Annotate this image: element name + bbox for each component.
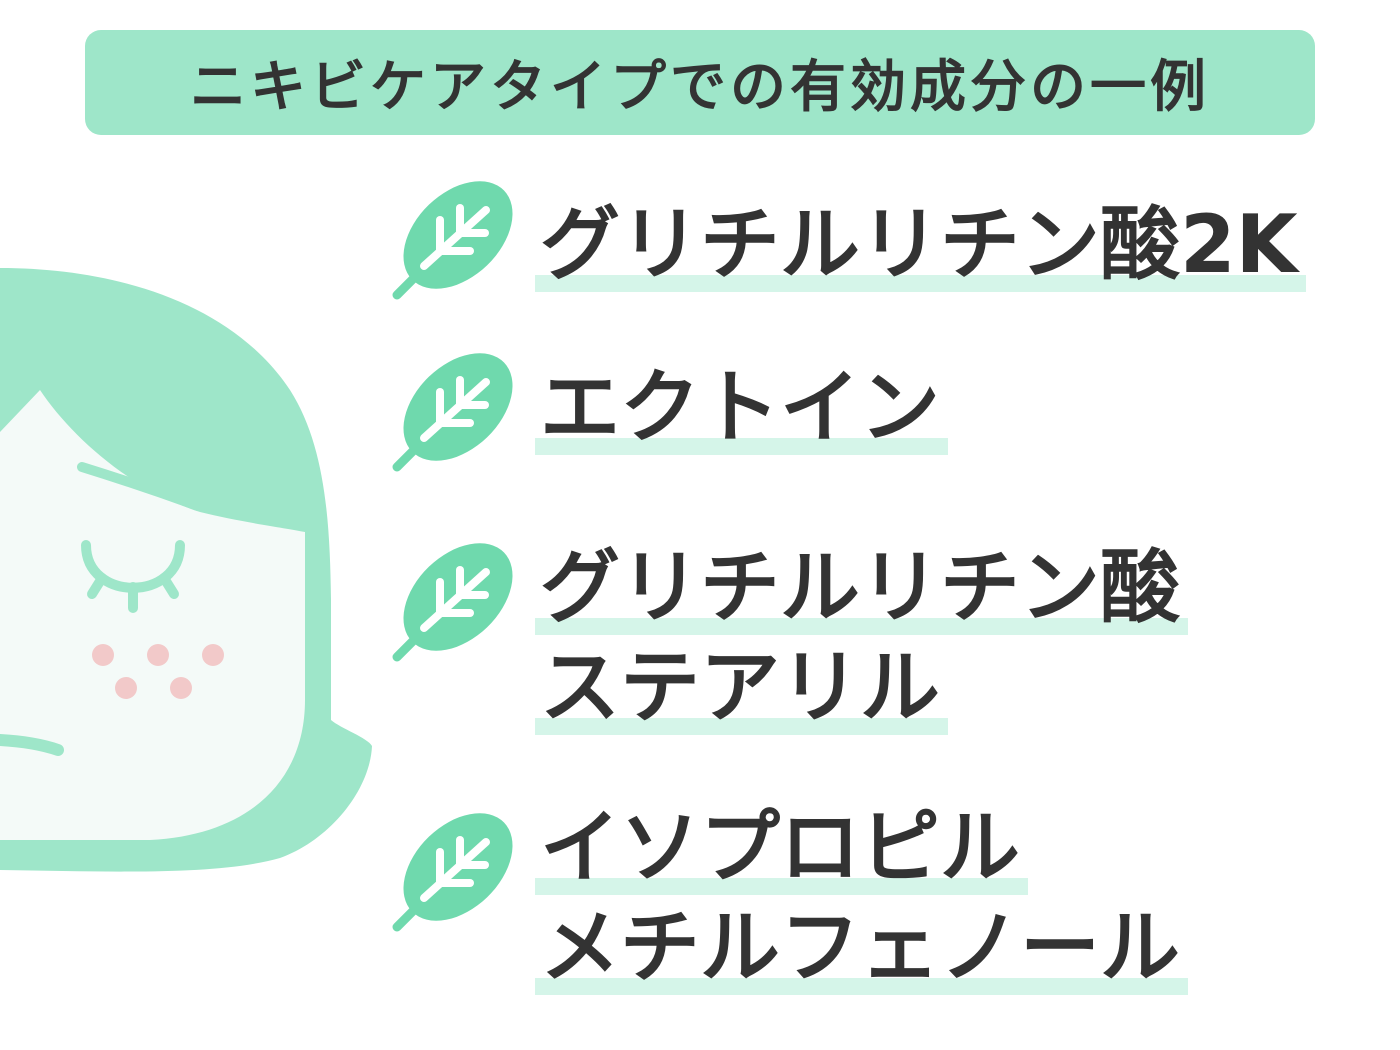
face-shape [0,390,305,840]
ingredient-name: エクトイン [535,358,948,458]
cheek-dot [92,644,114,666]
leaf-icon [390,812,520,934]
ingredient-line: グリチルリチン酸2K [535,195,1306,295]
closed-eye [81,540,185,613]
ingredient-name: イソプロピル [535,798,1028,898]
ingredient-name: メチルフェノール [535,898,1188,998]
cheek-dot [115,677,137,699]
ingredient-item: イソプロピル メチルフェノール [535,798,1188,998]
leaf-icon [390,352,520,474]
ingredient-line: ステアリル [535,638,1188,738]
page-title: ニキビケアタイプでの有効成分の一例 [190,55,1210,120]
ingredient-line: メチルフェノール [535,898,1188,998]
ingredient-line: エクトイン [535,358,948,458]
leaf-icon [390,180,520,302]
ingredient-item: グリチルリチン酸2K [535,195,1306,295]
cheek-dot [147,644,169,666]
ingredient-item: グリチルリチン酸 ステアリル [535,538,1188,738]
leaf-icon [390,542,520,664]
cheek-dot [202,644,224,666]
ingredient-line: グリチルリチン酸 [535,538,1188,638]
ingredient-name: グリチルリチン酸 [535,538,1188,638]
hair-strand [77,462,203,511]
ingredient-name: ステアリル [535,638,948,738]
ingredient-name: グリチルリチン酸2K [535,195,1306,295]
title-banner: ニキビケアタイプでの有効成分の一例 [85,30,1315,135]
cheek-dots [92,644,224,699]
ingredient-item: エクトイン [535,358,948,458]
ingredient-line: イソプロピル [535,798,1188,898]
mouth-line [0,734,64,756]
cheek-dot [170,677,192,699]
face-illustration [0,268,372,872]
